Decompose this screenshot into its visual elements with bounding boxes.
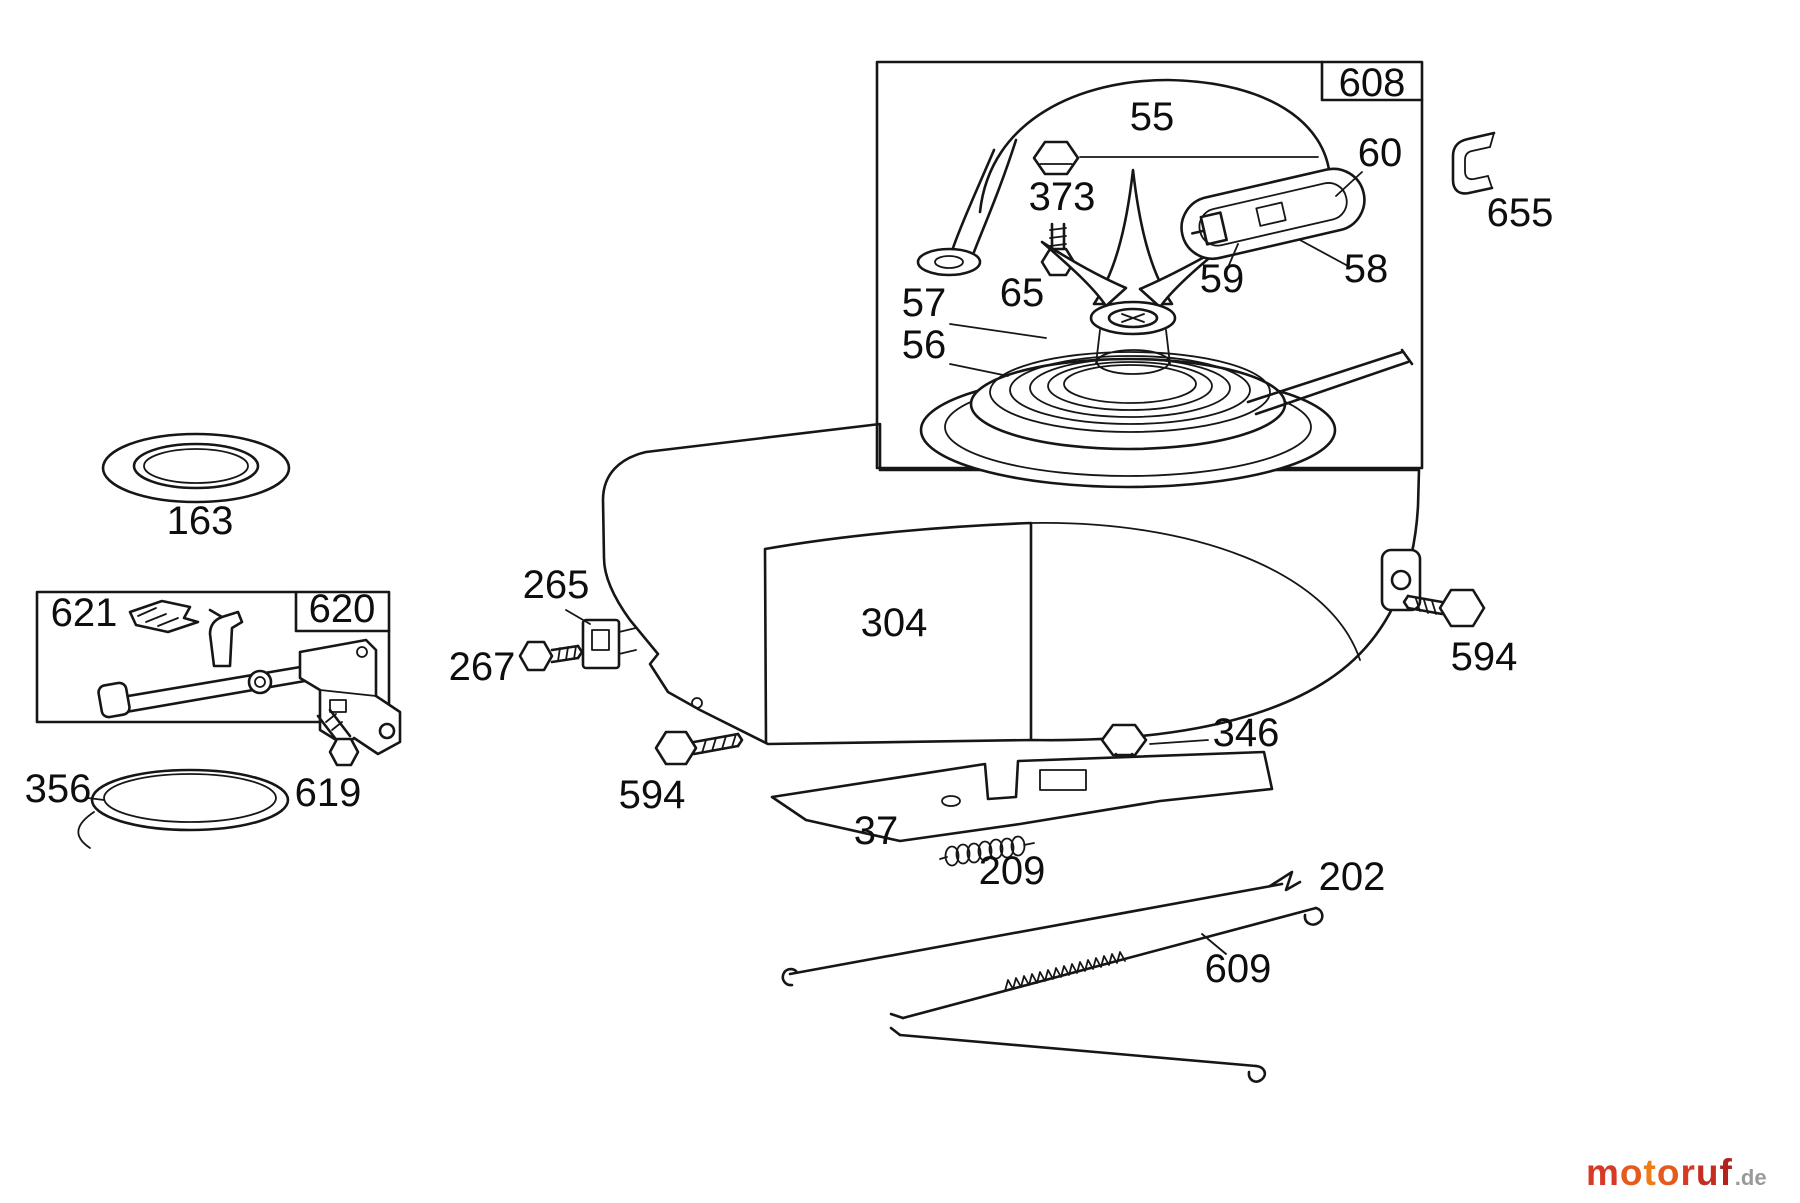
part-label-621: 621 [51,591,118,635]
leader-lines [565,171,1363,955]
part-label-163: 163 [167,499,234,543]
bolt-594-right [1402,588,1486,628]
inset-box-620 [35,590,391,724]
governor-rod-609 [889,906,1324,1083]
z-hook-202 [1268,870,1302,892]
starter-handle [1180,167,1366,261]
part-label-608: 608 [1339,61,1406,105]
watermark: motoruf.de [1586,1152,1767,1194]
part-label-202: 202 [1319,855,1386,899]
baffle-plate-37 [770,750,1274,843]
part-label-58: 58 [1344,247,1389,291]
part-label-594-right: 594 [1451,635,1518,679]
part-label-55: 55 [1130,95,1175,139]
part-label-346: 346 [1213,711,1280,755]
part-label-265: 265 [523,563,590,607]
rope-eyelet [916,247,982,277]
housing-flange [1380,548,1422,612]
part-label-56: 56 [902,323,947,367]
part-label-59: 59 [1200,257,1245,301]
part-label-373: 373 [1029,175,1096,219]
part-labels: 608 55 60 655 373 65 57 56 59 58 163 621… [25,61,1554,991]
spring-209 [939,835,1035,867]
watermark-tld: .de [1734,1165,1767,1190]
part-label-304: 304 [861,601,928,645]
washer-163 [101,432,291,504]
bracket-265 [581,618,637,670]
part-label-620: 620 [309,587,376,631]
bolt-267 [518,640,584,672]
part-label-655: 655 [1487,191,1554,235]
lever-bracket-assembly [97,608,402,767]
part-label-609: 609 [1205,947,1272,991]
starter-cam [1040,168,1226,336]
part-label-267: 267 [449,645,516,689]
part-label-619: 619 [295,771,362,815]
part-label-65: 65 [1000,271,1045,315]
ring-356 [77,768,290,849]
clip-655 [1451,131,1496,195]
part-label-60: 60 [1358,131,1403,175]
part-label-209: 209 [979,849,1046,893]
watermark-brand: motoruf [1586,1152,1733,1193]
part-label-594-left: 594 [619,773,686,817]
starter-rope [1246,348,1414,416]
control-rod-upper [781,870,1302,987]
screw-619 [316,708,360,767]
nut-373 [1032,140,1319,176]
part-label-57: 57 [902,281,947,325]
part-label-356: 356 [25,767,92,811]
bolt-594-left [654,730,744,766]
recoil-housing-dome [916,78,1332,277]
clamp-621 [128,599,200,634]
part-label-37: 37 [854,809,899,853]
